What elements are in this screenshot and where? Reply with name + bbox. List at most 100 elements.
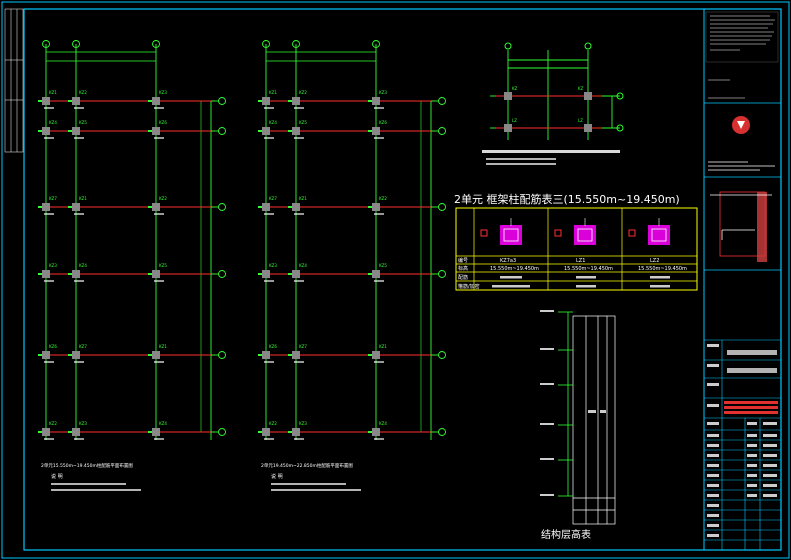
column-tag: KZ3 <box>299 421 307 426</box>
table-title: 结构层高表 <box>541 530 591 541</box>
svg-text:LZ: LZ <box>512 118 517 123</box>
column-mark <box>292 351 300 359</box>
column-mark <box>372 127 380 135</box>
table-elev-1: 15.550m~19.450m <box>490 266 539 272</box>
column-tag: KZ4 <box>49 120 57 125</box>
column-mark <box>292 97 300 105</box>
column-section-kz7a3 <box>480 218 522 245</box>
column-mark <box>372 428 380 436</box>
column-tag: KZ5 <box>379 263 387 268</box>
column-tag: KZ6 <box>159 120 167 125</box>
column-mark <box>72 97 80 105</box>
column-mark <box>72 428 80 436</box>
column-tag: KZ7 <box>79 344 87 349</box>
plan-caption: 2单元15.550m~19.450m柱配筋平面布置图 <box>41 462 133 469</box>
column-tag: KZ1 <box>49 90 57 95</box>
svg-text:KZ: KZ <box>512 86 518 91</box>
column-mark <box>42 351 50 359</box>
title-block <box>703 9 781 550</box>
column-tag: KZ1 <box>299 196 307 201</box>
column-mark <box>72 203 80 211</box>
column-tag: KZ4 <box>269 120 277 125</box>
column-mark <box>262 127 270 135</box>
table-row-label-elev: 标高 <box>458 265 468 272</box>
column-mark <box>72 270 80 278</box>
column-tag: KZ5 <box>159 263 167 268</box>
column-mark <box>262 351 270 359</box>
column-tag: KZ4 <box>379 421 387 426</box>
column-tag: KZ4 <box>299 263 307 268</box>
table-col-id-3: LZ2 <box>650 258 659 264</box>
column-section-lz1 <box>554 218 596 245</box>
column-tag: KZ3 <box>379 90 387 95</box>
section-title: 2单元 框架柱配筋表三(15.550m~19.450m) <box>454 193 680 206</box>
column-mark <box>372 351 380 359</box>
column-mark <box>152 270 160 278</box>
table-elev-2: 15.550m~19.450m <box>564 266 613 272</box>
column-section-lz2 <box>628 218 670 245</box>
left-binding-strip <box>4 8 24 153</box>
column-tag: KZ7 <box>49 196 57 201</box>
column-tag: KZ4 <box>79 263 87 268</box>
column-mark <box>152 428 160 436</box>
column-mark <box>42 270 50 278</box>
column-mark <box>372 97 380 105</box>
column-mark <box>292 428 300 436</box>
column-mark <box>292 270 300 278</box>
plan-caption: 2单元19.450m~22.850m柱配筋平面布置图 <box>261 462 353 469</box>
column-tag: KZ3 <box>49 263 57 268</box>
column-mark <box>372 270 380 278</box>
svg-text:LZ: LZ <box>578 118 583 123</box>
column-tag: KZ3 <box>269 263 277 268</box>
column-tag: KZ6 <box>379 120 387 125</box>
table-col-id-1: KZ7a3 <box>500 258 516 264</box>
column-tag: KZ5 <box>299 120 307 125</box>
column-tag: KZ7 <box>299 344 307 349</box>
small-column-plan: KZ KZ LZ LZ <box>482 42 624 165</box>
column-tag: KZ2 <box>269 421 277 426</box>
column-reinforcement-table: 编号 标高 配筋 箍筋/加密 KZ7a3 LZ1 LZ2 15.550m~19.… <box>455 207 698 291</box>
column-tag: KZ2 <box>49 421 57 426</box>
column-tag: KZ6 <box>269 344 277 349</box>
column-mark <box>262 428 270 436</box>
table-row-label-stirrup: 箍筋/加密 <box>458 283 480 290</box>
column-tag: KZ2 <box>299 90 307 95</box>
notes-title: 说 明 <box>271 473 283 480</box>
drawing-border <box>23 8 782 551</box>
column-mark <box>72 127 80 135</box>
column-tag: KZ6 <box>49 344 57 349</box>
column-tag: KZ1 <box>269 90 277 95</box>
column-mark <box>262 270 270 278</box>
column-mark <box>262 203 270 211</box>
column-tag: KZ1 <box>79 196 87 201</box>
column-mark <box>42 127 50 135</box>
column-mark <box>152 97 160 105</box>
column-tag: KZ1 <box>159 344 167 349</box>
column-tag: KZ3 <box>159 90 167 95</box>
column-tag: KZ4 <box>159 421 167 426</box>
column-mark <box>292 203 300 211</box>
column-mark <box>42 428 50 436</box>
column-tag: KZ2 <box>379 196 387 201</box>
column-tag: KZ7 <box>269 196 277 201</box>
column-tag: KZ1 <box>379 344 387 349</box>
column-mark <box>152 351 160 359</box>
column-tag: KZ2 <box>79 90 87 95</box>
notes-title: 说 明 <box>51 473 63 480</box>
table-col-id-2: LZ1 <box>576 258 585 264</box>
table-elev-3: 15.550m~19.450m <box>638 266 687 272</box>
svg-text:KZ: KZ <box>578 86 584 91</box>
storey-height-table <box>540 310 616 525</box>
column-mark <box>372 203 380 211</box>
column-tag: KZ5 <box>79 120 87 125</box>
column-tag: KZ3 <box>79 421 87 426</box>
column-mark <box>42 203 50 211</box>
column-mark <box>152 203 160 211</box>
table-row-label-id: 编号 <box>458 257 468 264</box>
column-mark <box>152 127 160 135</box>
